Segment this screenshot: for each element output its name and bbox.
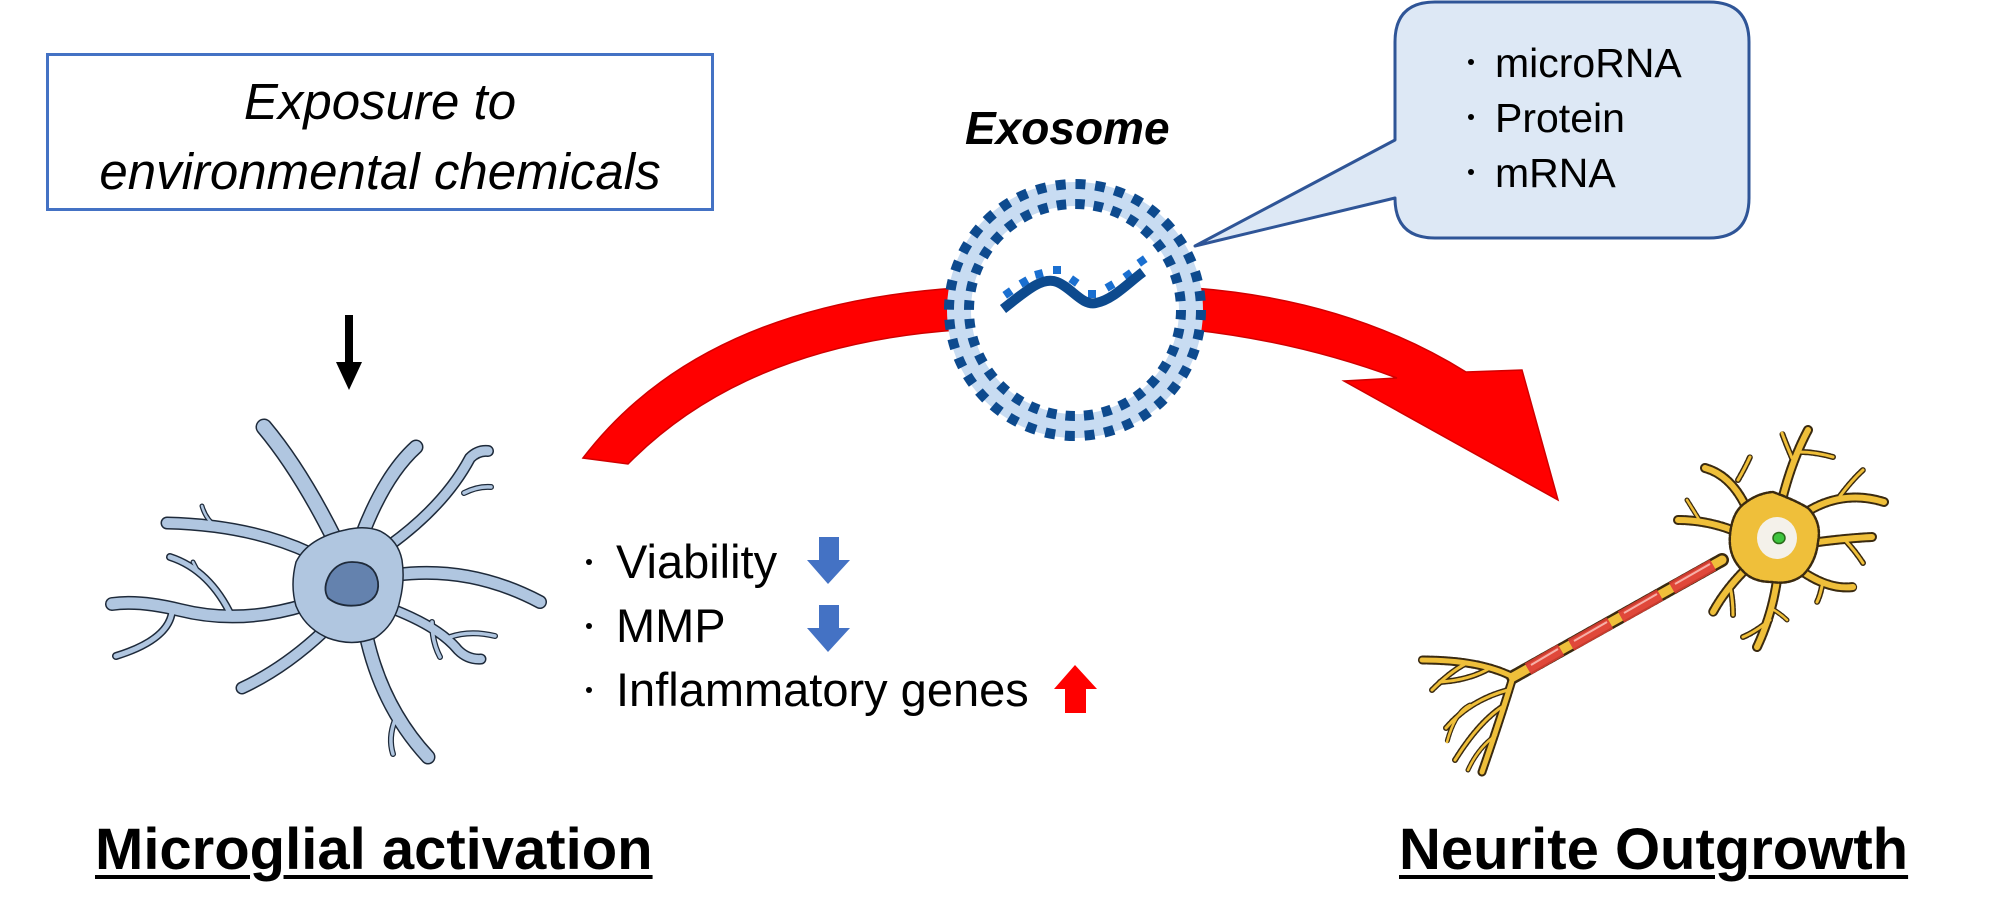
inflammatory-genes-up-arrow-icon (1054, 665, 1097, 713)
exosome-outer-membrane (944, 179, 1206, 441)
cargo-item-label: Protein (1495, 95, 1625, 141)
bullet-icon (1468, 169, 1474, 176)
mmp-down-arrow-icon (807, 605, 850, 652)
effect-item-label: Viability (616, 535, 778, 588)
bullet-icon (1468, 114, 1474, 121)
neuron-nucleolus (1772, 531, 1786, 545)
neuron-icon (1417, 425, 1889, 777)
exosome-label: Exosome (965, 102, 1170, 154)
cargo-item: Protein (1468, 98, 1625, 139)
effect-item-label: Inflammatory genes (616, 663, 1029, 716)
microglia-cell-icon (105, 418, 547, 765)
flow-arrow-left-segment (581, 287, 958, 465)
rna-strand-icon (999, 255, 1148, 313)
cargo-callout-bubble (1193, 0, 1751, 248)
exposure-line-1: Exposure to (243, 73, 517, 130)
myelin-sheath (1524, 559, 1717, 675)
flow-arrow-right-segment (1193, 287, 1560, 502)
bullet-icon (586, 558, 592, 565)
cargo-item: microRNA (1468, 43, 1682, 84)
microglia-nucleus (324, 561, 380, 607)
effect-item-mmp: MMP (586, 602, 726, 649)
exposure-line-2: environmental chemicals (99, 143, 661, 200)
bullet-icon (1468, 59, 1474, 66)
effect-item-label: MMP (616, 599, 726, 652)
exosome-band (947, 182, 1203, 438)
exosome-icon (944, 179, 1206, 441)
bullet-icon (586, 686, 592, 693)
cargo-item: mRNA (1468, 153, 1616, 194)
cargo-item-label: mRNA (1495, 150, 1616, 196)
viability-down-arrow-icon (807, 537, 850, 584)
cargo-item-label: microRNA (1495, 40, 1682, 86)
effect-item-inflammatory-genes: Inflammatory genes (586, 666, 1029, 713)
exposure-box: Exposure to environmental chemicals (46, 53, 714, 211)
exposure-down-arrow-icon (336, 315, 362, 390)
effect-item-viability: Viability (586, 538, 777, 585)
bullet-icon (586, 622, 592, 629)
exosome-inner-membrane (964, 199, 1186, 421)
microglial-activation-title: Microglial activation (95, 817, 653, 882)
neurite-outgrowth-title: Neurite Outgrowth (1399, 817, 1909, 882)
